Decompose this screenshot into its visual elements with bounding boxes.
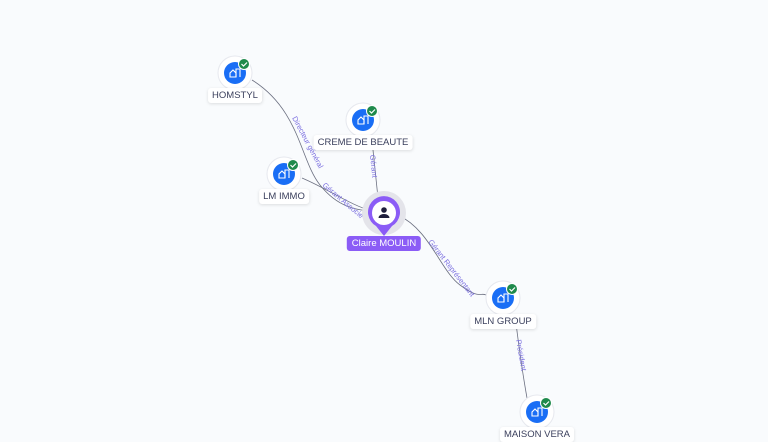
edge-mln [397, 214, 487, 296]
verified-check-icon [366, 105, 378, 117]
edge-homstyl [251, 79, 379, 213]
company-node[interactable] [485, 280, 521, 316]
verified-check-icon [506, 283, 518, 295]
building-icon [229, 68, 241, 78]
building-icon [278, 169, 290, 179]
verified-check-icon [238, 58, 250, 70]
edge-label-creme: Gérant [368, 154, 379, 179]
company-label-creme[interactable]: CREME DE BEAUTE [313, 135, 413, 150]
edge-creme [372, 149, 379, 199]
verified-check-icon [287, 159, 299, 171]
company-node[interactable] [217, 55, 253, 91]
building-icon [357, 115, 369, 125]
company-label-homstyl[interactable]: HOMSTYL [208, 88, 262, 103]
building-icon [531, 407, 543, 417]
company-node[interactable] [519, 394, 555, 430]
company-node[interactable] [266, 156, 302, 192]
person-label[interactable]: Claire MOULIN [346, 236, 422, 251]
verified-check-icon [540, 397, 552, 409]
edge-label-mln: Gérant Représentant [426, 238, 477, 299]
company-node[interactable] [345, 102, 381, 138]
person-node[interactable] [362, 191, 406, 236]
building-icon [497, 293, 509, 303]
company-label-maison[interactable]: MAISON VERA [500, 427, 574, 442]
edge-label-maison: Président [514, 339, 529, 373]
user-icon [378, 207, 390, 218]
company-label-lmimmo[interactable]: LM IMMO [259, 189, 309, 204]
relationship-graph: Directeur général Gérant Gérant Associé … [217, 55, 555, 430]
edge-label-lmimmo: Gérant Associé [321, 181, 366, 221]
company-label-mln[interactable]: MLN GROUP [470, 314, 536, 329]
